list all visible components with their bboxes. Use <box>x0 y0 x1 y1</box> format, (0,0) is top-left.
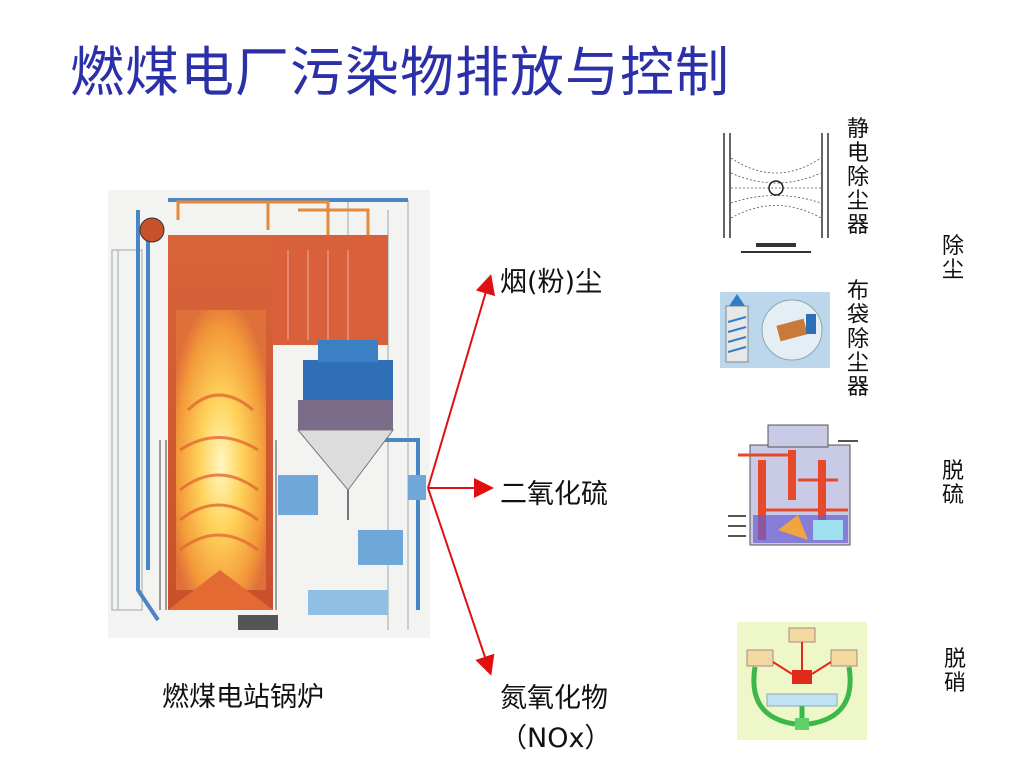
arrow-to-nox <box>427 487 495 676</box>
pollutant-nox: 氮氧化物 <box>500 683 608 714</box>
category-desulfurization: 脱硫 <box>941 459 964 508</box>
denitrification-diagram <box>737 622 867 740</box>
category-denitrification: 脱硝 <box>943 647 966 696</box>
boiler-label: 燃煤电站锅炉 <box>162 682 324 713</box>
arrow-to-dust <box>427 274 496 489</box>
esp-diagram <box>716 118 836 266</box>
pollutant-dust: 烟(粉)尘 <box>500 267 603 298</box>
pollutant-so2: 二氧化硫 <box>500 479 608 510</box>
boiler-illustration <box>108 190 430 638</box>
bag-filter-diagram <box>720 292 830 368</box>
desulfurization-diagram <box>728 420 860 560</box>
esp-label: 静电除尘器 <box>846 117 869 238</box>
category-dust-removal: 除尘 <box>941 234 964 283</box>
pollutant-nox-formula: （NOx） <box>500 723 612 754</box>
pollutant-arrows <box>427 274 496 676</box>
bag-filter-label: 布袋除尘器 <box>846 279 869 400</box>
page-title: 燃煤电厂污染物排放与控制 <box>70 41 730 104</box>
